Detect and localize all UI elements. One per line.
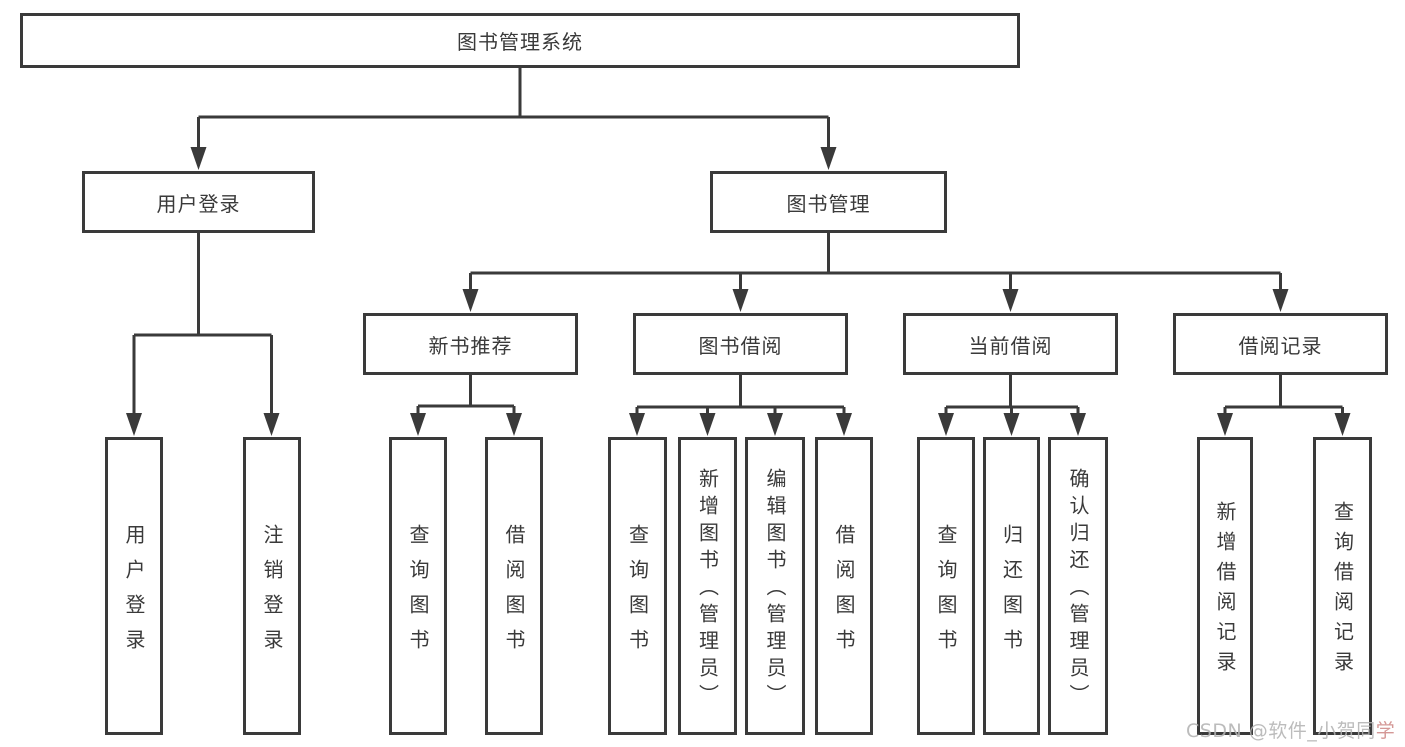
leaf-query-books-1: 查询图书 xyxy=(389,437,447,735)
leaf-confirm-return-admin: 确认归还（管理员） xyxy=(1048,437,1108,735)
leaf-return-books: 归还图书 xyxy=(983,437,1040,735)
node-book-borrow-label: 图书借阅 xyxy=(698,333,783,358)
leaf-edit-books-admin-label: 编辑图书（管理员） xyxy=(763,468,787,711)
arrowhead-icon xyxy=(836,413,852,436)
leaf-query-books-2: 查询图书 xyxy=(608,437,667,735)
leaf-add-borrow-record: 新增借阅记录 xyxy=(1197,437,1253,735)
leaf-query-books-3-label: 查询图书 xyxy=(934,523,958,664)
node-user-login: 用户登录 xyxy=(82,171,315,233)
watermark-text: CSDN @软件_小贺同 xyxy=(1186,720,1376,742)
node-current-borrow: 当前借阅 xyxy=(903,313,1118,375)
arrowhead-icon xyxy=(1002,289,1019,312)
leaf-query-borrow-record-label: 查询借阅记录 xyxy=(1330,501,1355,681)
node-new-book-rec: 新书推荐 xyxy=(363,313,578,375)
node-new-book-rec-label: 新书推荐 xyxy=(428,333,513,358)
leaf-borrow-books-1-label: 借阅图书 xyxy=(502,523,526,664)
leaf-add-books-admin-label: 新增图书（管理员） xyxy=(695,468,720,711)
arrowhead-icon xyxy=(767,413,783,436)
watermark-accent-text: 学 xyxy=(1375,720,1396,742)
node-user-login-label: 用户登录 xyxy=(156,191,241,216)
leaf-query-books-3: 查询图书 xyxy=(917,437,975,735)
arrowhead-icon xyxy=(126,413,142,436)
leaf-confirm-return-admin-label: 确认归还（管理员） xyxy=(1066,468,1090,711)
arrowhead-icon xyxy=(263,413,280,436)
leaf-user-login-label: 用户登录 xyxy=(122,523,146,664)
connector-lines xyxy=(132,68,1344,414)
node-book-mgmt: 图书管理 xyxy=(710,171,947,233)
leaf-borrow-books-2-label: 借阅图书 xyxy=(832,523,856,664)
arrowhead-icon xyxy=(629,413,645,436)
node-borrow-records: 借阅记录 xyxy=(1173,313,1388,375)
leaf-borrow-books-2: 借阅图书 xyxy=(815,437,873,735)
leaf-logout-label: 注销登录 xyxy=(260,523,284,664)
node-book-borrow: 图书借阅 xyxy=(633,313,848,375)
arrowhead-icon xyxy=(938,413,954,436)
arrowhead-icon xyxy=(462,289,479,312)
node-book-mgmt-label: 图书管理 xyxy=(786,191,871,216)
arrowhead-icon xyxy=(1272,289,1289,312)
leaf-borrow-books-1: 借阅图书 xyxy=(485,437,543,735)
node-root-label: 图书管理系统 xyxy=(457,30,583,54)
leaf-return-books-label: 归还图书 xyxy=(999,523,1024,664)
leaf-add-books-admin: 新增图书（管理员） xyxy=(678,437,737,735)
leaf-query-borrow-record: 查询借阅记录 xyxy=(1313,437,1372,735)
leaf-add-borrow-record-label: 新增借阅记录 xyxy=(1213,501,1237,681)
arrowheads xyxy=(126,147,1351,436)
arrowhead-icon xyxy=(820,147,837,170)
leaf-query-books-1-label: 查询图书 xyxy=(406,523,430,664)
arrowhead-icon xyxy=(190,147,207,170)
watermark: CSDN @软件_小贺同学 xyxy=(1186,716,1395,743)
arrowhead-icon xyxy=(699,413,716,436)
leaf-logout: 注销登录 xyxy=(243,437,301,735)
arrowhead-icon xyxy=(410,413,426,436)
arrowhead-icon xyxy=(1003,413,1020,436)
leaf-edit-books-admin: 编辑图书（管理员） xyxy=(745,437,805,735)
arrowhead-icon xyxy=(506,413,522,436)
arrowhead-icon xyxy=(1070,413,1086,436)
arrowhead-icon xyxy=(1217,413,1233,436)
leaf-query-books-2-label: 查询图书 xyxy=(625,523,650,664)
arrowhead-icon xyxy=(1334,413,1351,436)
node-borrow-records-label: 借阅记录 xyxy=(1238,333,1323,358)
leaf-user-login: 用户登录 xyxy=(105,437,163,735)
node-current-borrow-label: 当前借阅 xyxy=(968,333,1053,358)
arrowhead-icon xyxy=(732,289,749,312)
node-root: 图书管理系统 xyxy=(20,13,1020,68)
